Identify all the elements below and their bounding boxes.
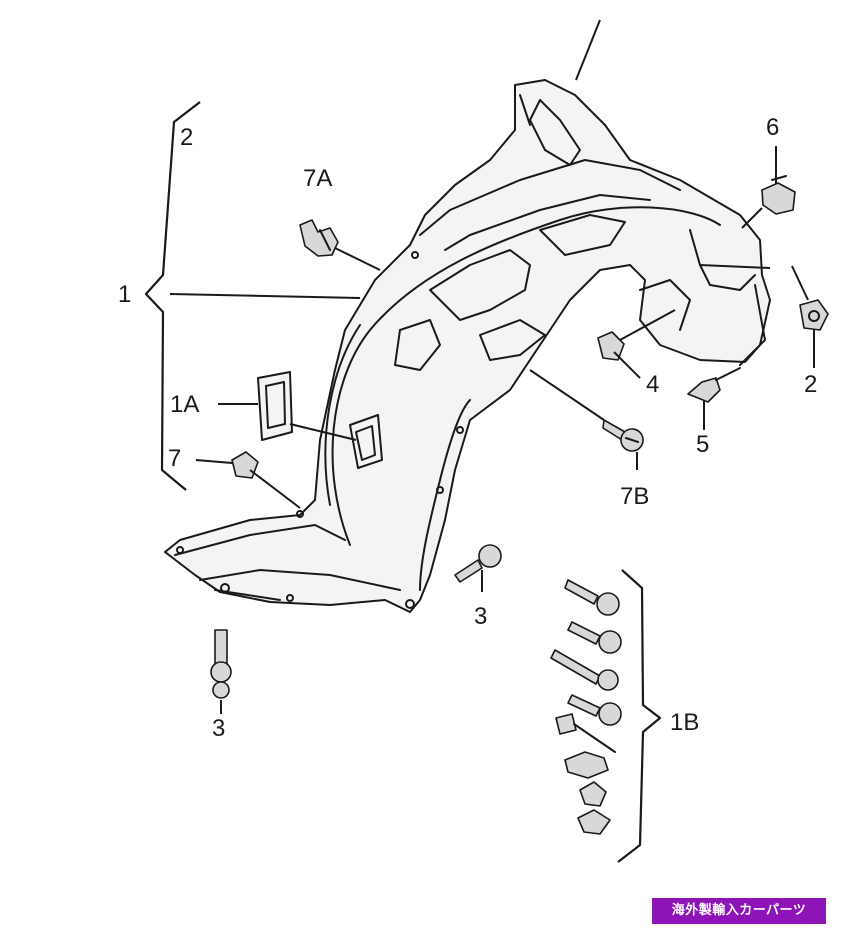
fastener-kit-1b <box>550 579 622 835</box>
callout-3-mid: 3 <box>474 603 487 630</box>
leader-lines <box>169 146 815 714</box>
screw-3-mid <box>454 544 502 583</box>
top-leader-line <box>575 19 601 81</box>
screw-5 <box>687 367 741 403</box>
brace-1b <box>617 569 662 863</box>
callout-7a: 7A <box>303 165 332 192</box>
clip-4 <box>597 331 625 361</box>
clip-6 <box>761 175 796 215</box>
callout-7b: 7B <box>620 483 649 510</box>
clip-7a <box>299 219 339 257</box>
callout-labels: 2 1 7A 1A 7 6 2 4 5 7B 3 3 1B <box>118 114 817 742</box>
callout-7: 7 <box>168 445 181 472</box>
watermark-badge: 海外製輸入カーパーツ <box>652 898 826 924</box>
screw-7b <box>602 419 644 452</box>
callout-5: 5 <box>696 431 709 458</box>
callout-4: 4 <box>646 371 659 398</box>
callout-1b: 1B <box>670 709 699 736</box>
callout-1: 1 <box>118 281 131 308</box>
callout-3-bottom: 3 <box>212 715 225 742</box>
wheel-arch-liner <box>164 79 771 613</box>
callout-6: 6 <box>766 114 779 141</box>
screw-3-bottom <box>210 629 232 699</box>
callout-1a: 1A <box>170 391 199 418</box>
nut-2 <box>799 299 829 331</box>
brace-1 <box>144 101 201 491</box>
callout-2-right: 2 <box>804 371 817 398</box>
callout-2-top: 2 <box>180 124 193 151</box>
part-1a-patch <box>257 371 293 441</box>
